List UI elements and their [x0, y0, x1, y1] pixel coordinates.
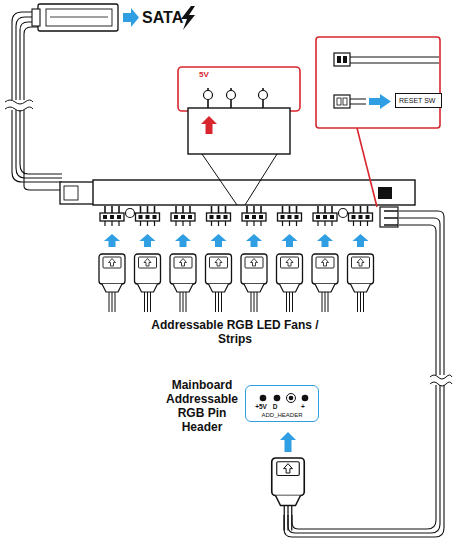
pin-name: + — [301, 403, 305, 410]
switch-name: RESET SW — [399, 96, 438, 105]
cable-break — [430, 375, 452, 386]
blue-arrows — [104, 234, 369, 247]
cable-break — [5, 100, 33, 111]
mainboard-plug — [272, 432, 305, 531]
switch-label-box: RESET SW — [395, 93, 442, 108]
header-pins — [260, 394, 309, 403]
pin-label-row: +5V D + — [254, 402, 310, 411]
sata-connector — [32, 4, 118, 31]
pin-name: D — [273, 403, 278, 410]
connector-name: SATA — [142, 8, 182, 27]
board-pin-headers — [100, 206, 373, 226]
blue-arrow — [123, 8, 139, 27]
pin-header-box: +5V D + ADD_HEADER — [245, 385, 319, 422]
part-name: Mainboard Addressable RGB Pin Header — [163, 378, 241, 434]
lightning-symbol — [181, 6, 195, 30]
hub-board — [60, 180, 415, 227]
header-name: ADD_HEADER — [261, 412, 302, 418]
pin-name: 5V — [199, 70, 219, 80]
pin-name: +5V — [255, 403, 267, 410]
pin-callout — [178, 67, 300, 205]
reset-callout — [316, 37, 440, 207]
argb-cable — [284, 211, 444, 537]
argb-plugs — [99, 254, 374, 312]
part-name: Addressable RGB LED Fans / Strips — [140, 318, 330, 346]
